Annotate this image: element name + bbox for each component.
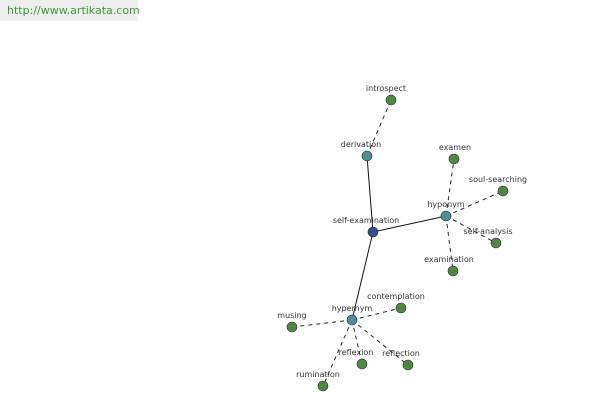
node-reflection[interactable] bbox=[402, 359, 414, 371]
node-soul-searching[interactable] bbox=[497, 185, 509, 197]
edge-hypernym-contemplation bbox=[351, 307, 402, 321]
node-label-examen[interactable]: examen bbox=[439, 143, 471, 152]
node-label-musing[interactable]: musing bbox=[277, 311, 306, 320]
node-label-self-examination[interactable]: self-examination bbox=[333, 216, 399, 225]
edge-hyponym-examination bbox=[445, 215, 454, 272]
node-label-reflection[interactable]: reflection bbox=[382, 349, 420, 358]
node-label-examination[interactable]: examination bbox=[424, 255, 474, 264]
nodes-layer bbox=[286, 94, 509, 392]
node-label-self-analysis[interactable]: self-analysis bbox=[464, 227, 513, 236]
edge-self-examination-hypernym bbox=[351, 231, 374, 321]
url-banner: http://www.artikata.com bbox=[0, 0, 140, 21]
node-label-derivation[interactable]: derivation bbox=[341, 140, 381, 149]
edges-layer bbox=[291, 99, 504, 387]
edge-self-examination-derivation bbox=[366, 155, 374, 233]
node-label-reflexion[interactable]: reflexion bbox=[339, 348, 374, 357]
node-label-introspect[interactable]: introspect bbox=[366, 84, 406, 93]
site-url-link[interactable]: http://www.artikata.com bbox=[7, 4, 140, 17]
edge-hyponym-soul-searching bbox=[445, 190, 504, 217]
edge-self-examination-hyponym bbox=[372, 215, 447, 233]
labels-layer: self-examination derivation hyponym hyperny… bbox=[277, 84, 527, 379]
node-examination[interactable] bbox=[447, 265, 459, 277]
node-rumination[interactable] bbox=[317, 380, 329, 392]
node-self-examination[interactable] bbox=[367, 226, 379, 238]
node-hyponym[interactable] bbox=[440, 210, 452, 222]
node-label-soul-searching[interactable]: soul-searching bbox=[469, 175, 527, 184]
edge-derivation-introspect bbox=[366, 99, 392, 157]
node-label-contemplation[interactable]: contemplation bbox=[367, 292, 425, 301]
node-derivation[interactable] bbox=[361, 150, 373, 162]
node-contemplation[interactable] bbox=[395, 302, 407, 314]
node-label-hypernym[interactable]: hypernym bbox=[332, 304, 373, 313]
edge-hyponym-examen bbox=[445, 158, 455, 217]
node-hypernym[interactable] bbox=[346, 314, 358, 326]
node-label-hyponym[interactable]: hyponym bbox=[427, 200, 465, 209]
node-self-analysis[interactable] bbox=[490, 237, 502, 249]
node-label-rumination[interactable]: rumination bbox=[296, 370, 340, 379]
node-introspect[interactable] bbox=[385, 94, 397, 106]
edge-hyponym-self-analysis bbox=[445, 215, 497, 244]
node-examen[interactable] bbox=[448, 153, 460, 165]
node-reflexion[interactable] bbox=[356, 358, 368, 370]
edge-hypernym-musing bbox=[291, 319, 353, 328]
edge-hypernym-reflection bbox=[351, 319, 409, 366]
node-musing[interactable] bbox=[286, 321, 298, 333]
